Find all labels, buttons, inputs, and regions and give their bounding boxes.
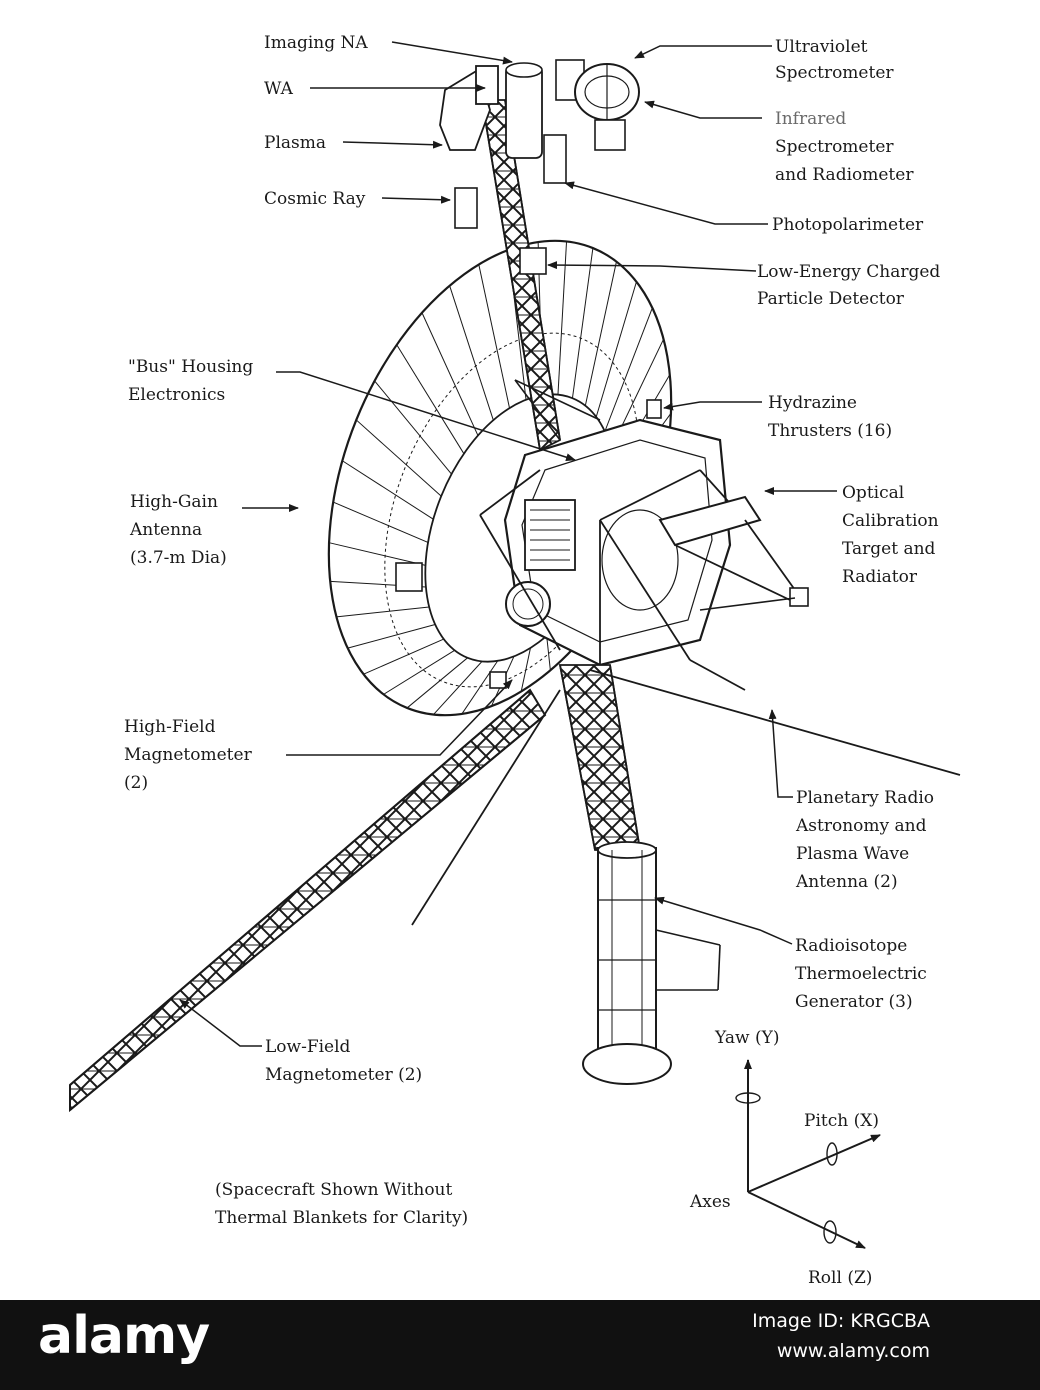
dish-rib <box>584 261 617 406</box>
brand-logo: alamy <box>38 1306 210 1366</box>
label-low-field-line-2: Magnetometer (2) <box>265 1065 422 1085</box>
dish-rib <box>546 635 551 671</box>
label-high-gain-line-2: Antenna <box>129 520 202 540</box>
site-url: www.alamy.com <box>776 1340 930 1362</box>
label-low-field-line-1: Low-Field <box>265 1037 351 1057</box>
label-imaging-na: Imaging NA <box>264 33 368 53</box>
label-plasma: Plasma <box>264 133 326 153</box>
dish-rib <box>421 312 479 436</box>
label-optical-line-4: Radiator <box>842 567 918 587</box>
axis-label-pitch: Pitch (X) <box>804 1111 879 1131</box>
dish-rib <box>383 649 455 695</box>
roll-axis <box>747 1191 866 1249</box>
bus-housing <box>479 418 746 691</box>
axes-diagram <box>735 1059 881 1249</box>
label-bus-line-2: Electronics <box>128 385 225 405</box>
label-ultraviolet-line-2: Spectrometer <box>775 63 894 83</box>
labels: Imaging NA WA Plasma Cosmic Ray Ultravio… <box>124 33 940 1288</box>
label-high-field-line-3: (2) <box>124 773 148 793</box>
dish-rib <box>347 624 436 649</box>
dish-rib <box>461 660 499 715</box>
label-wa: WA <box>264 79 294 99</box>
label-high-gain-line-1: High-Gain <box>130 492 218 512</box>
label-bus-line-1: "Bus" Housing <box>128 357 253 377</box>
roll-rotation-icon <box>823 1220 837 1244</box>
label-ultraviolet-line-1: Ultraviolet <box>775 37 868 57</box>
dish-rib <box>478 264 511 409</box>
rtg-canisters <box>582 841 721 1085</box>
dish-rib <box>342 460 434 520</box>
axis-label-roll: Roll (Z) <box>808 1268 872 1288</box>
dish-rib <box>396 344 465 454</box>
label-radio-line-3: Plasma Wave <box>796 844 909 864</box>
dish-rib <box>595 281 637 418</box>
scan-platform <box>395 59 662 689</box>
axis-label-yaw: Yaw (Y) <box>714 1028 779 1048</box>
dish-rib <box>363 638 444 675</box>
label-lecp-line-1: Low-Energy Charged <box>757 262 940 282</box>
pitch-axis <box>747 1134 881 1193</box>
optical-calibration-target <box>658 495 809 611</box>
pitch-rotation-icon <box>826 1142 838 1166</box>
dish-rib <box>557 241 568 395</box>
label-infrared-line-3: and Radiometer <box>775 165 914 185</box>
label-high-field-line-1: High-Field <box>124 717 216 737</box>
image-id: Image ID: KRGCBA <box>752 1310 930 1332</box>
leader-lines <box>179 41 837 1047</box>
label-rtg-line-2: Thermoelectric <box>795 964 927 984</box>
label-high-gain-line-3: (3.7-m Dia) <box>130 548 227 568</box>
watermark-footer: alamy Image ID: KRGCBA www.alamy.com <box>0 1300 1040 1390</box>
planetary-radio-antennas <box>411 669 961 926</box>
dish-rib <box>332 501 429 543</box>
dish-rib <box>433 661 483 715</box>
label-high-field-line-2: Magnetometer <box>124 745 253 765</box>
label-optical-line-2: Calibration <box>842 511 939 531</box>
label-optical-line-3: Target and <box>842 539 936 559</box>
label-rtg-line-3: Generator (3) <box>795 992 913 1012</box>
rtg-truss <box>558 664 642 851</box>
dish-rib <box>520 647 531 692</box>
label-radio-line-2: Astronomy and <box>795 816 927 836</box>
dish-rib <box>336 606 430 618</box>
dish-rib <box>328 542 426 566</box>
note-line-1: (Spacecraft Shown Without <box>215 1180 452 1200</box>
dish-rib <box>406 657 468 709</box>
label-infrared-line-2: Spectrometer <box>775 137 894 157</box>
label-lecp-line-2: Particle Detector <box>757 289 905 309</box>
dish-rib <box>571 247 594 399</box>
label-thrusters-line-1: Hydrazine <box>768 393 857 413</box>
dish-rib <box>374 380 452 475</box>
label-photopolarimeter: Photopolarimeter <box>772 215 924 235</box>
yaw-rotation-icon <box>735 1092 761 1104</box>
spacecraft-diagram: Imaging NA WA Plasma Cosmic Ray Ultravio… <box>69 33 961 1288</box>
dish-rib <box>449 285 494 421</box>
label-optical-line-1: Optical <box>842 483 904 503</box>
label-thrusters-line-2: Thrusters (16) <box>768 421 892 441</box>
label-cosmic-ray: Cosmic Ray <box>264 189 366 209</box>
note-line-2: Thermal Blankets for Clarity) <box>215 1208 468 1228</box>
label-radio-line-1: Planetary Radio <box>796 788 934 808</box>
dish-rib <box>355 419 442 497</box>
dish-rib <box>604 307 653 432</box>
axes-title: Axes <box>689 1192 731 1212</box>
label-radio-line-4: Antenna (2) <box>795 872 898 892</box>
label-infrared-line-1: Infrared <box>775 109 846 129</box>
label-rtg-line-1: Radioisotope <box>795 936 907 956</box>
